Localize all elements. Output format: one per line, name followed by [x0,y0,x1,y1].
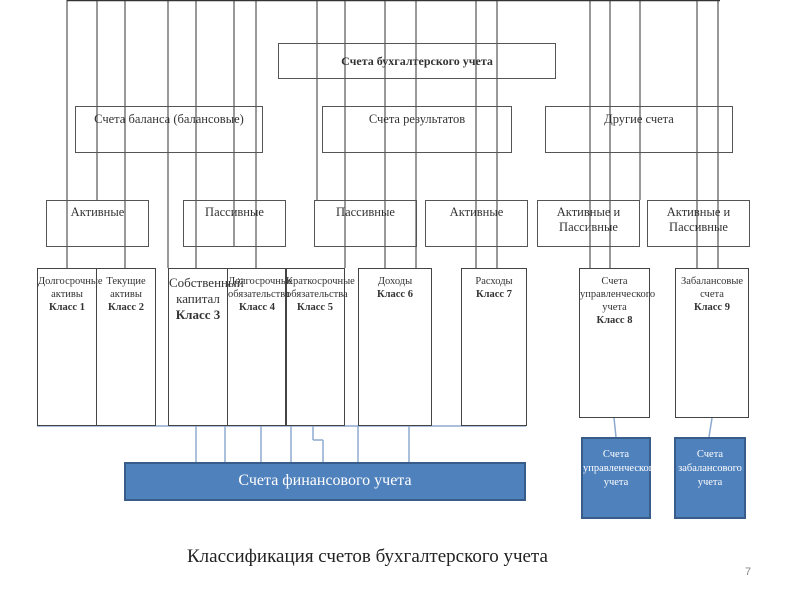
class-name: Краткосрочные обязательства [286,276,355,300]
blue-connector [708,417,713,438]
class-3-box: Собственный капитал Класс 3 [168,268,244,426]
subgroup-active-passive-2: Активные и Пассивные [647,200,750,247]
subgroup-passive-balance: Пассивные [183,200,286,247]
blue-connector [613,417,617,438]
class-7-box: Расходы Класс 7 [461,268,527,426]
class-name: Текущие активы [106,276,146,300]
class-name: Собственный капитал [169,275,244,306]
subgroup-active-results: Активные [425,200,528,247]
class-label: Класс 1 [49,302,85,313]
category-balance: Счета баланса (балансовые) [75,106,263,153]
subgroup-passive-results: Пассивные [314,200,417,247]
class-label: Класс 4 [239,302,275,313]
subgroup-active-passive-1: Активные и Пассивные [537,200,640,247]
class-label: Класс 8 [596,315,633,326]
class-name: Расходы [475,276,513,287]
class-4-box: Долгосрочные обязательства Класс 4 [227,268,293,426]
class-name: Счета управленческого учета [580,276,656,313]
class-name: Долгосрочные активы [38,276,103,300]
class-8-box: Счета управленческого учета Класс 8 [579,268,655,418]
offbalance-accounts-box: Счета забалансового учета [674,437,746,519]
page-number: 7 [745,566,752,578]
slide-caption: Классификация счетов бухгалтерского учет… [187,546,548,567]
class-label: Класс 6 [377,289,413,300]
category-results: Счета результатов [322,106,512,153]
subgroup-active-balance: Активные [46,200,149,247]
class-2-box: Текущие активы Класс 2 [96,268,156,426]
management-accounts-box: Счета управленческого учета [581,437,658,519]
class-label: Класс 3 [175,307,221,322]
financial-accounts-box: Счета финансового учета [124,462,526,501]
class-1-box: Долгосрочные активы Класс 1 [37,268,103,426]
root-node: Счета бухгалтерского учета [278,43,556,79]
class-5-box: Краткосрочные обязательства Класс 5 [285,268,355,426]
class-label: Класс 7 [476,289,512,300]
class-name: Доходы [377,276,413,287]
class-6-box: Доходы Класс 6 [358,268,432,426]
class-9-box: Забалансовые счета Класс 9 [675,268,749,418]
class-name: Забалансовые счета [680,276,744,300]
class-label: Класс 5 [297,302,333,313]
class-name: Долгосрочные обязательства [228,276,293,300]
class-label: Класс 2 [108,302,144,313]
category-other: Другие счета [545,106,733,153]
class-label: Класс 9 [694,302,730,313]
